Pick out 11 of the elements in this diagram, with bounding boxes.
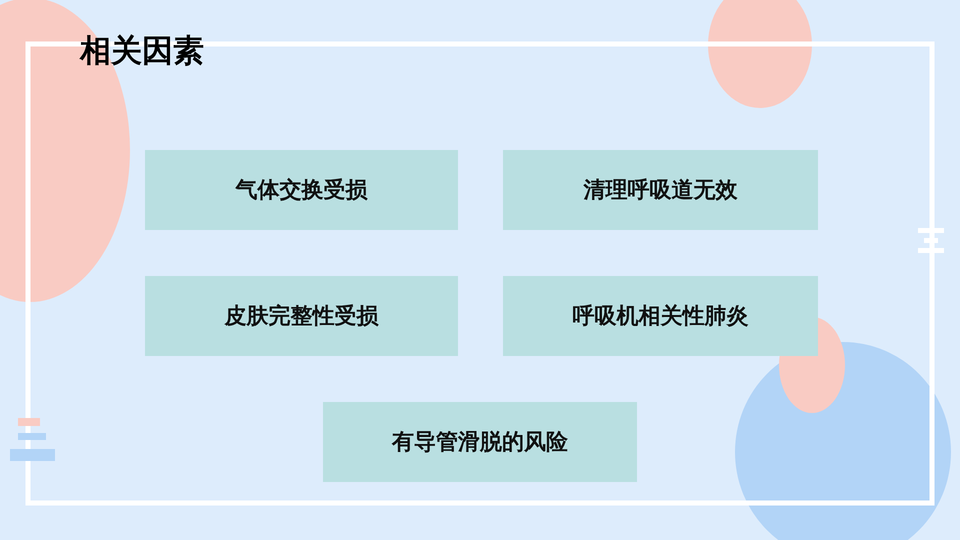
factor-text: 清理呼吸道无效 bbox=[584, 177, 738, 205]
factor-box bbox=[323, 402, 637, 482]
factor-box bbox=[503, 276, 818, 356]
factor-box bbox=[503, 150, 818, 230]
factor-box bbox=[145, 150, 458, 230]
factor-box bbox=[145, 276, 458, 356]
slide-title: 相关因素 bbox=[80, 32, 204, 71]
factor-text: 有导管滑脱的风险 bbox=[392, 429, 568, 457]
factor-text: 气体交换受损 bbox=[236, 176, 368, 205]
factor-text: 呼吸机相关性肺炎 bbox=[572, 303, 748, 331]
factor-text: 皮肤完整性受损 bbox=[224, 303, 378, 331]
